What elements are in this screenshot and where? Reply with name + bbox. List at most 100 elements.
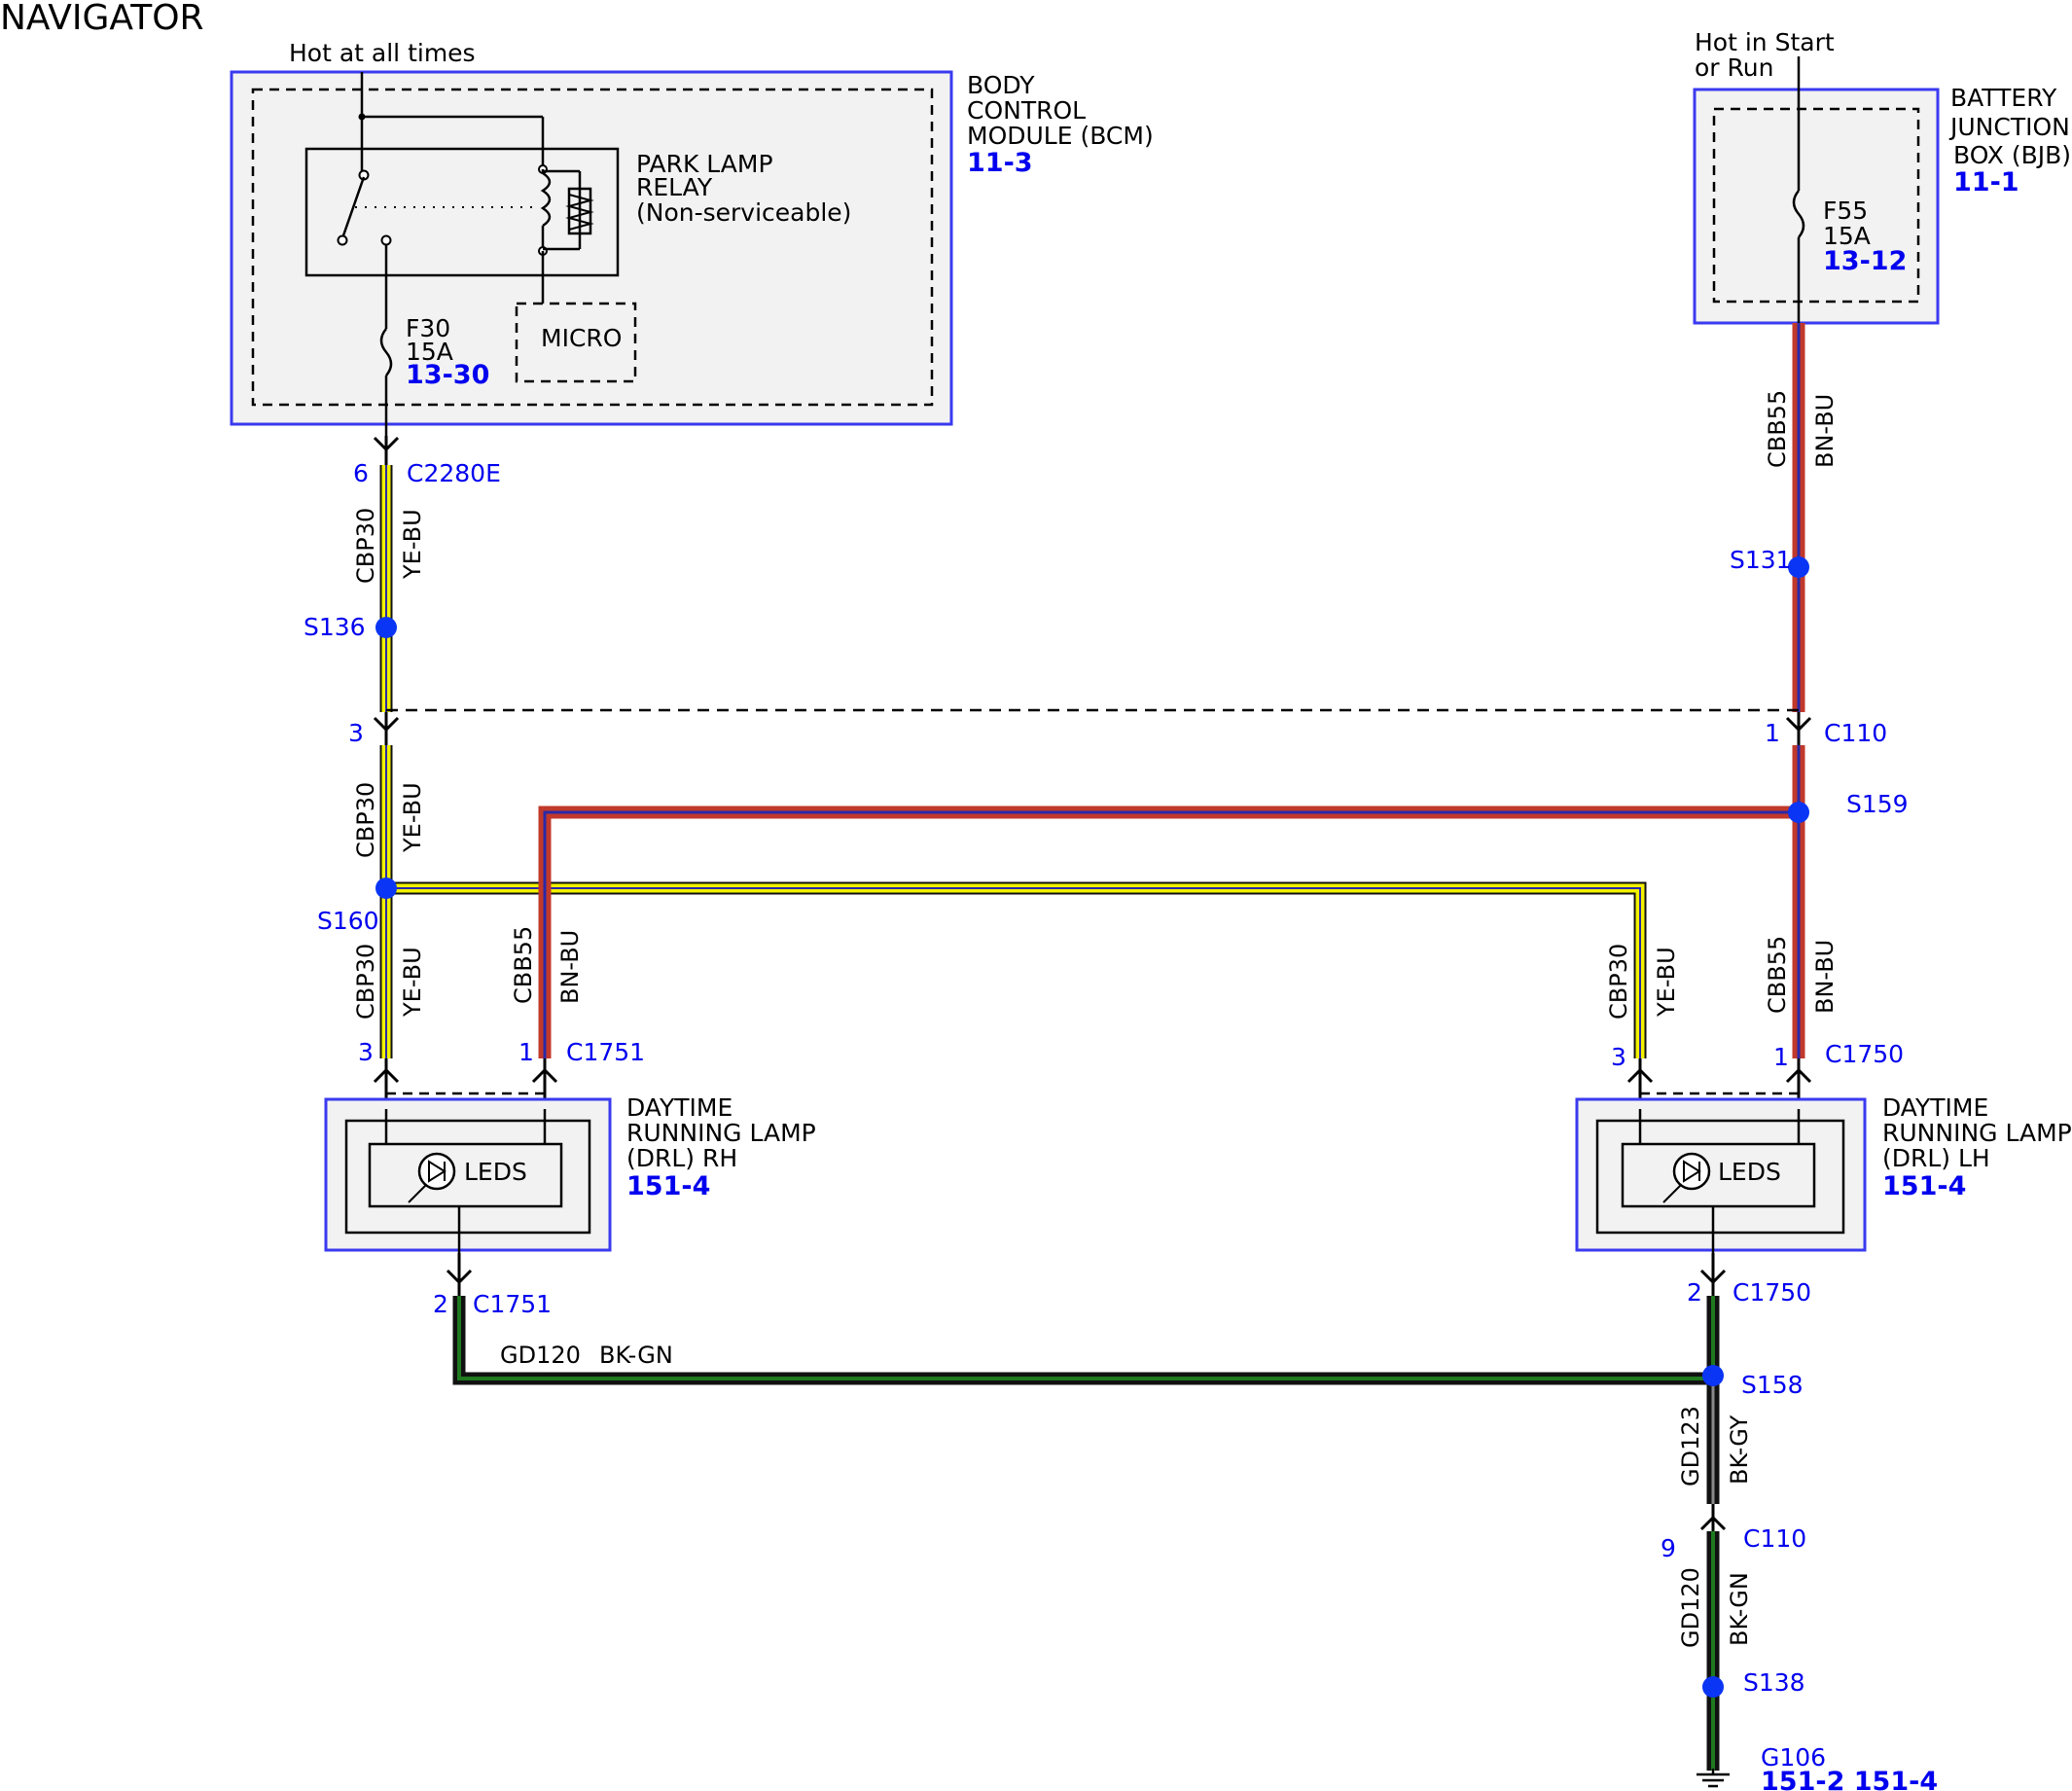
splice-s160-dot [375,878,397,899]
drl-lh-label-3: (DRL) LH [1882,1144,1990,1172]
connector-c1750-pin2-chevron [1699,1253,1727,1296]
connector-pin: 1 [1773,1043,1789,1071]
splice-s158-label: S158 [1741,1371,1804,1399]
connector-pin: 2 [433,1290,448,1318]
wire-cbp30-to-lh [386,881,1647,1058]
connector-c1751-pin2-chevron [446,1253,473,1296]
bcm-label-3: MODULE (BCM) [967,122,1154,150]
wire-circuit-label: CBP30 [1605,944,1632,1020]
wire-circuit-label: GD120 [1677,1567,1704,1648]
fuse-f55-name: F55 [1823,197,1868,225]
drl-lh-module: LEDS [1575,1097,1867,1253]
connector-name: C1751 [473,1290,552,1318]
connector-name: C2280E [407,459,501,487]
hot-at-all-times: Hot at all times [289,39,476,67]
drl-lh-leds-label: LEDS [1718,1158,1781,1186]
ground-icon [1697,1769,1730,1788]
wire-circuit-label: GD120 [500,1342,581,1369]
ground-refs: 151-2 151-4 [1761,1767,1938,1791]
drl-lh-ref: 151-4 [1882,1171,1966,1201]
splice-s160-label: S160 [317,907,379,935]
hot-start-line-1: Hot in Start [1695,28,1835,56]
drl-rh-label-1: DAYTIME [626,1093,732,1122]
bjb-ref: 11-1 [1953,167,2019,197]
wire-color-label: BN-BU [1811,940,1839,1014]
relay-switch [340,176,366,239]
splice-s138-dot [1702,1676,1724,1698]
connector-pin: 3 [358,1038,374,1066]
page-title: NAVIGATOR [0,0,204,38]
fuse-f30-ref: 13-30 [406,360,489,390]
relay-coil [540,171,552,228]
drl-rh-leds-label: LEDS [464,1158,527,1186]
bcm-label-1: BODY [967,71,1035,99]
wire-gd120-rh [452,1296,1713,1385]
fuse-f30-rating: 15A [406,338,453,366]
wire-circuit-label: CBB55 [1764,936,1791,1014]
fuse-f30-name: F30 [406,314,450,342]
bcm-label-2: CONTROL [967,96,1086,125]
micro-label: MICRO [541,324,622,352]
connector-pin: 2 [1687,1278,1702,1307]
fuse-f55-rating: 15A [1823,222,1871,250]
bjb-label-1: BATTERY [1950,84,2057,112]
wire-color-label: YE-BU [399,782,426,853]
wire-circuit-label: CBP30 [352,508,379,584]
splice-s159-dot [1788,802,1809,823]
drl-rh-label-3: (DRL) RH [626,1144,737,1172]
drl-lh-label-2: RUNNING LAMP [1882,1119,2072,1147]
fuse-f30-icon [379,328,393,376]
connector-name: C110 [1824,719,1887,747]
wire-color-label: BK-GY [1726,1415,1753,1485]
connector-pin: 1 [1765,719,1780,747]
fuse-f55-ref: 13-12 [1823,246,1907,276]
led-icon [408,1152,456,1203]
drl-rh-ref: 151-4 [626,1171,710,1201]
connector-pin: 1 [518,1038,534,1066]
splice-s136-label: S136 [304,613,366,641]
relay-label-1: PARK LAMP [636,150,773,178]
connector-c2280e-chevron [373,436,400,465]
wire-circuit-label: CBP30 [352,782,379,858]
bjb-label-3: BOX (BJB) [1953,141,2071,169]
connector-c110-bn-chevron [1785,712,1812,745]
hot-start-line-2: or Run [1695,54,1773,82]
wire-color-label: BN-BU [1811,394,1839,468]
wire-color-label: YE-BU [399,509,426,580]
relay-label-3: (Non-serviceable) [636,198,851,227]
wire-circuit-label: CBB55 [510,926,537,1004]
wire-color-label: YE-BU [1653,947,1680,1018]
splice-s138-label: S138 [1743,1668,1805,1697]
bjb-module: F55 15A 13-12 [1693,56,1940,325]
splice-s131-dot [1788,556,1809,578]
drl-rh-module: LEDS [324,1097,612,1253]
connector-name: C1750 [1825,1040,1904,1068]
wire-circuit-label: CBB55 [1764,390,1791,468]
relay-label-2: RELAY [636,173,713,201]
splice-s131-label: S131 [1730,546,1792,574]
connector-name: C1751 [566,1038,645,1066]
splice-s136-dot [375,617,397,638]
connector-pin: 6 [353,459,369,487]
connector-pin: 9 [1661,1534,1676,1562]
bcm-ref: 11-3 [967,148,1033,178]
connector-pin: 3 [1611,1043,1626,1071]
wire-color-label: BN-BU [556,930,584,1004]
bcm-module: MICRO F30 15A 13-30 PARK LAMP RELAY (Non… [230,70,953,436]
splice-s158-dot [1702,1365,1724,1386]
ground-name: G106 [1761,1743,1826,1772]
connector-name: C1750 [1733,1278,1811,1307]
wire-color-label: BK-GN [1726,1572,1753,1646]
wire-circuit-label: GD123 [1677,1406,1704,1487]
drl-rh-label-2: RUNNING LAMP [626,1119,816,1147]
micro-box [515,302,637,383]
bjb-label-2: JUNCTION [1948,113,2070,141]
wire-color-label: BK-GN [599,1342,673,1369]
connector-c110-ye-chevron [373,712,400,745]
connector-c110-gnd-chevron [1699,1504,1727,1531]
connector-pin: 3 [348,719,364,747]
wire-color-label: YE-BU [399,947,426,1018]
wire-circuit-label: CBP30 [352,944,379,1020]
connector-name: C110 [1743,1524,1806,1553]
